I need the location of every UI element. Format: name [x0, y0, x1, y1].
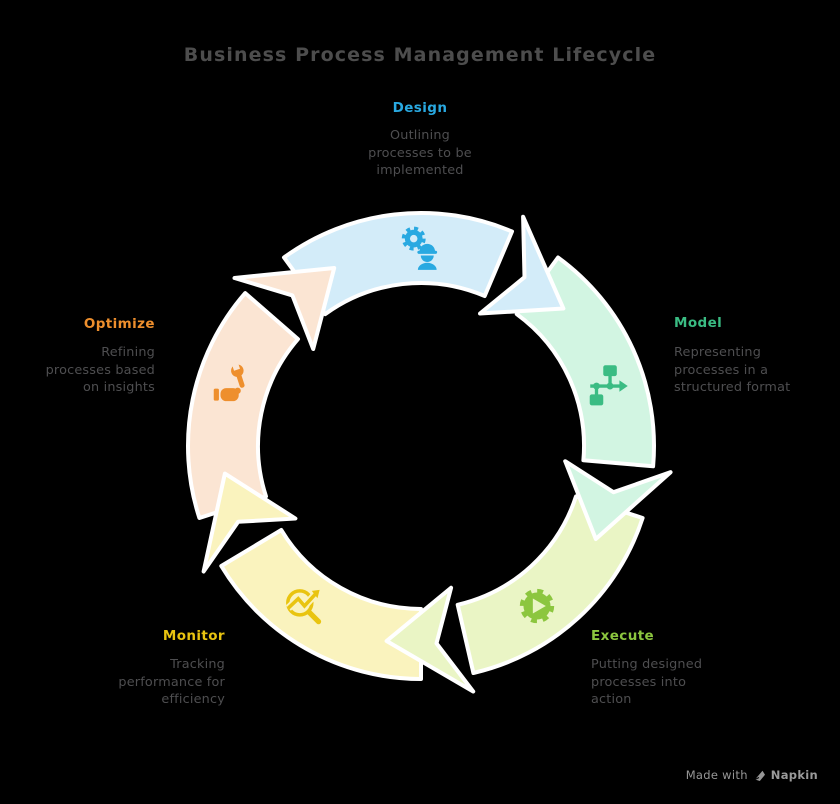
design-icon — [396, 223, 446, 273]
execute-label: Execute — [591, 628, 655, 644]
gear-engineer-glyph — [401, 226, 438, 270]
magnifier-trend-glyph — [285, 589, 321, 625]
flowchart-glyph — [590, 365, 629, 406]
optimize-arrow-body — [186, 291, 300, 520]
model-label: Model — [674, 315, 723, 331]
optimize-arrow-head — [232, 266, 337, 351]
design-description: Outlining processes to be implemented — [368, 128, 472, 178]
watermark-brand: Napkin — [770, 768, 818, 782]
monitor-arrow-head — [201, 471, 298, 574]
design-label: Design — [392, 100, 448, 116]
watermark-prefix: Made with — [685, 768, 748, 782]
monitor-arrow-body — [219, 528, 423, 681]
napkin-logo-icon — [754, 770, 765, 781]
design-arrow-body — [282, 211, 514, 317]
monitor-label: Monitor — [162, 628, 225, 644]
monitor-description: Tracking performance for efficiency — [118, 657, 225, 707]
monitor-icon — [280, 581, 330, 631]
watermark[interactable]: Made with Napkin — [686, 768, 818, 782]
optimize-label: Optimize — [83, 316, 155, 332]
gear-play-glyph — [520, 589, 555, 624]
design-arrow-head — [478, 214, 566, 316]
execute-arrow-head — [384, 585, 476, 694]
execute-icon — [512, 581, 562, 631]
optimize-icon — [208, 360, 258, 410]
hand-wrench-glyph — [213, 362, 245, 401]
execute-description: Putting designed processes into action — [591, 657, 703, 707]
page-title: Business Process Management Lifecycle — [183, 44, 657, 66]
optimize-description: Refining processes based on insights — [45, 345, 155, 395]
model-arrow-head — [563, 459, 673, 541]
model-description: Representing processes in a structured f… — [674, 345, 791, 395]
model-icon — [584, 360, 634, 410]
